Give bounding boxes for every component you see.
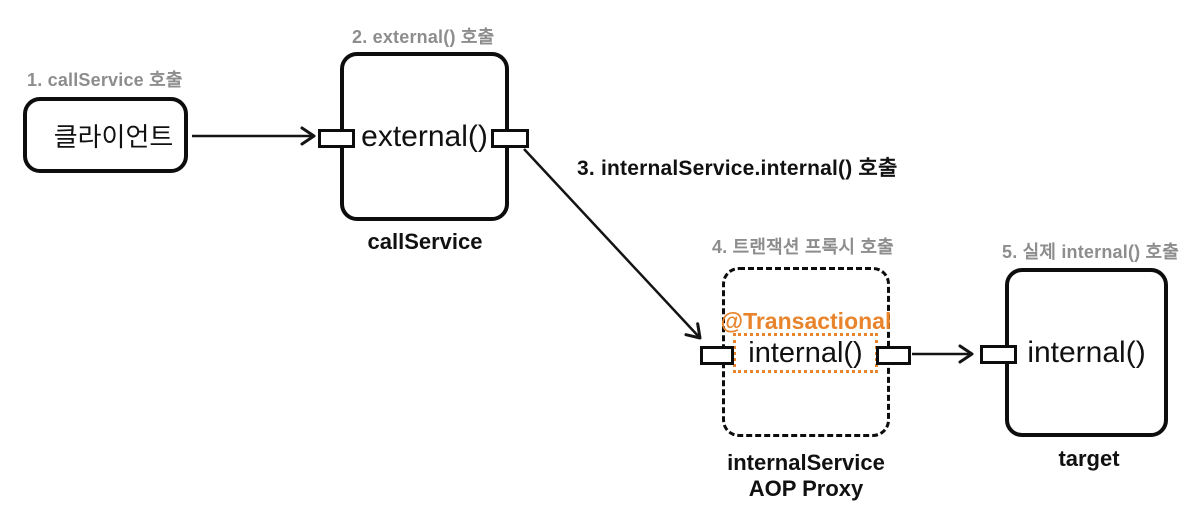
step3-label: 3. internalService.internal() 호출 — [577, 157, 898, 180]
step4-label: 4. 트랜잭션 프록시 호출 — [712, 237, 894, 257]
callservice-right-port — [491, 129, 529, 148]
callservice-node: external() — [340, 52, 509, 221]
target-left-port — [980, 345, 1017, 364]
step2-label: 2. external() 호출 — [352, 27, 495, 47]
proxy-internal-method-label: internal() — [748, 336, 863, 369]
proxy-left-port — [700, 346, 734, 365]
target-node: internal() — [1005, 268, 1168, 437]
aop-proxy-node — [722, 267, 890, 437]
callservice-caption: callService — [367, 229, 483, 254]
step5-label: 5. 실제 internal() 호출 — [1002, 242, 1180, 262]
proxy-caption-line1: internalService — [727, 450, 885, 475]
target-caption: target — [1058, 446, 1120, 471]
proxy-caption-line2: AOP Proxy — [748, 476, 864, 501]
proxy-right-port — [876, 346, 911, 365]
transactional-advice-box: internal() — [733, 333, 878, 373]
client-node: 클라이언트 — [23, 97, 188, 173]
target-internal-method-label: internal() — [1027, 335, 1146, 369]
transactional-annotation: @Transactional — [720, 308, 892, 334]
step1-label: 1. callService 호출 — [27, 70, 183, 90]
external-method-label: external() — [361, 119, 488, 153]
client-label: 클라이언트 — [53, 121, 174, 152]
callservice-left-port — [318, 129, 355, 148]
